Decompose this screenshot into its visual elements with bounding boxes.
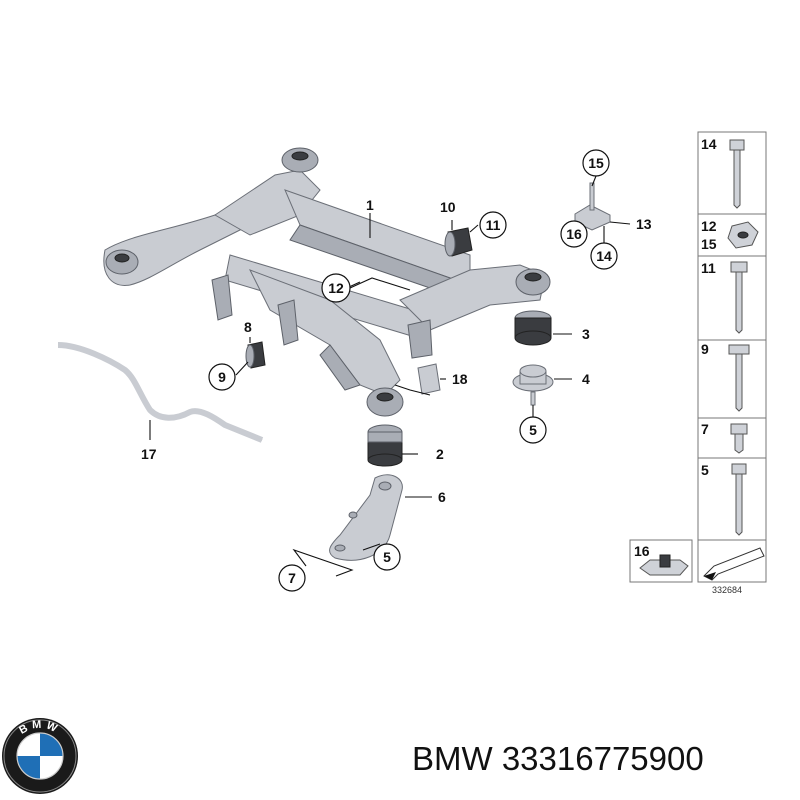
callout-12: 12 xyxy=(321,273,351,303)
svg-text:17: 17 xyxy=(141,446,157,462)
direction-arrow-icon xyxy=(703,547,765,581)
callout-5-mount: 5 xyxy=(519,416,547,444)
svg-text:8: 8 xyxy=(244,319,252,335)
reference-number: 332684 xyxy=(712,585,742,595)
legend-label-14: 14 xyxy=(701,136,717,152)
legend-label-16: 16 xyxy=(634,543,650,559)
callout-11: 11 xyxy=(479,211,507,239)
callout-13: 13 xyxy=(636,216,652,232)
svg-text:11: 11 xyxy=(486,217,501,233)
stabilizer-bar xyxy=(57,342,264,443)
leader-lines xyxy=(149,175,631,577)
callout-10: 10 xyxy=(440,199,456,215)
bracket-13 xyxy=(574,182,611,231)
svg-text:3: 3 xyxy=(582,326,590,342)
callout-16: 16 xyxy=(560,220,588,248)
legend-label-9: 9 xyxy=(701,341,709,357)
legend-label-12: 12 xyxy=(701,218,717,234)
bolt-9-icon xyxy=(728,344,750,412)
svg-text:5: 5 xyxy=(383,549,391,565)
svg-text:18: 18 xyxy=(452,371,468,387)
callout-3: 3 xyxy=(582,326,590,342)
legend-label-11: 11 xyxy=(701,260,716,276)
svg-text:12: 12 xyxy=(328,280,344,296)
callout-9: 9 xyxy=(208,363,236,391)
svg-text:6: 6 xyxy=(438,489,446,505)
callout-1: 1 xyxy=(366,197,374,213)
callout-14: 14 xyxy=(590,242,618,270)
callout-15: 15 xyxy=(582,149,610,177)
rear-axle-subframe xyxy=(103,147,551,417)
callout-18: 18 xyxy=(452,371,468,387)
svg-text:9: 9 xyxy=(218,369,226,385)
nut-12-icon xyxy=(727,221,759,249)
callout-6: 6 xyxy=(438,489,446,505)
hardware-legend-panel: 14 12 15 11 9 7 5 xyxy=(629,131,767,595)
bracket-12-link xyxy=(349,277,411,291)
damper-mount-4 xyxy=(512,364,554,406)
callout-4: 4 xyxy=(582,371,590,387)
callout-2: 2 xyxy=(436,446,444,462)
callout-17: 17 xyxy=(141,446,157,462)
bolt-7-icon xyxy=(730,423,748,454)
svg-text:16: 16 xyxy=(566,226,582,242)
brand-part-number: BMW 33316775900 xyxy=(412,740,704,778)
svg-text:13: 13 xyxy=(636,216,652,232)
part-number: 33316775900 xyxy=(501,740,704,777)
callout-8: 8 xyxy=(244,319,252,335)
clip-16-icon xyxy=(639,554,689,576)
bmw-logo: BMW xyxy=(2,718,78,794)
legend-label-7: 7 xyxy=(701,421,709,437)
rubber-mount-2 xyxy=(367,424,403,467)
legend-label-15: 15 xyxy=(701,236,717,252)
bracket-18 xyxy=(417,363,441,395)
svg-text:14: 14 xyxy=(596,248,612,264)
bolt-11-icon xyxy=(730,261,748,334)
callout-7: 7 xyxy=(278,564,306,592)
brand-name: BMW xyxy=(412,740,493,777)
legend-label-5: 5 xyxy=(701,462,709,478)
svg-text:7: 7 xyxy=(288,570,296,586)
svg-text:5: 5 xyxy=(529,422,537,438)
bolt-5-icon xyxy=(731,463,747,536)
rubber-bushing-10 xyxy=(444,227,473,257)
svg-text:10: 10 xyxy=(440,199,456,215)
svg-text:1: 1 xyxy=(366,197,374,213)
svg-text:4: 4 xyxy=(582,371,590,387)
svg-text:15: 15 xyxy=(588,155,604,171)
rubber-bushing-8 xyxy=(245,341,266,369)
rubber-mount-3 xyxy=(514,310,552,346)
bolt-14-icon xyxy=(729,139,745,209)
callout-5-plate: 5 xyxy=(373,543,401,571)
thrust-plate-6 xyxy=(329,474,403,561)
svg-text:2: 2 xyxy=(436,446,444,462)
